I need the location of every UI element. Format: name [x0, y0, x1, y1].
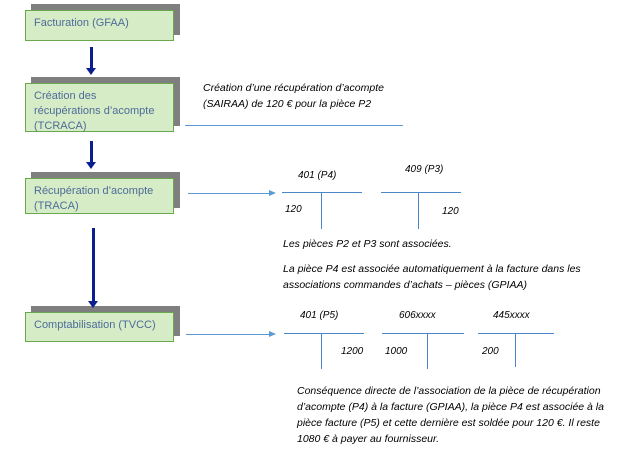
- step-label: Comptabilisation (TVCC): [34, 319, 156, 331]
- t-account-vline: [427, 333, 428, 369]
- step-label: Récupération d’acompte (TRACA): [34, 185, 154, 212]
- t-account-vline: [321, 333, 322, 369]
- t-account-vline: [321, 192, 322, 229]
- connector-tvcc: [186, 331, 276, 337]
- t-account-debit: 1000: [385, 346, 408, 357]
- t-account-hline: [382, 333, 464, 334]
- t-account-debit: 200: [482, 346, 499, 357]
- connector-creation: [185, 125, 403, 126]
- t-account-hline: [284, 333, 364, 334]
- note-auto-association: La pièce P4 est associée automatiquement…: [283, 263, 581, 291]
- t-account-title: 445xxxx: [493, 310, 530, 321]
- step-comptabilisation: Comptabilisation (TVCC): [25, 312, 174, 342]
- flow-arrow-2: [86, 141, 96, 169]
- t-account-debit: 120: [285, 204, 302, 215]
- t-account-title: 606xxxx: [399, 310, 436, 321]
- t-account-title: 401 (P4): [298, 170, 337, 181]
- t-account-hline: [282, 192, 362, 193]
- flow-arrow-3: [88, 228, 98, 308]
- t-account-hline: [381, 192, 461, 193]
- t-account-vline: [418, 192, 419, 229]
- t-account-title: 409 (P3): [405, 164, 444, 175]
- flow-arrow-1: [86, 47, 96, 75]
- t-account-title: 401 (P5): [300, 310, 339, 321]
- note-consequence: Conséquence directe de l’association de …: [297, 385, 604, 445]
- connector-traca: [188, 190, 276, 196]
- note-associated: Les pièces P2 et P3 sont associées.: [283, 238, 452, 250]
- step-label: Facturation (GFAA): [34, 17, 129, 29]
- t-account-hline: [478, 333, 554, 334]
- note-creation: Création d’une récupération d’acompte (S…: [203, 82, 384, 110]
- step-recuperation-acompte: Récupération d’acompte (TRACA): [25, 178, 174, 214]
- step-creation-recuperations: Création des récupérations d’acompte (TC…: [25, 83, 174, 132]
- step-label: Création des récupérations d’acompte (TC…: [34, 90, 155, 132]
- t-account-credit: 1200: [341, 346, 364, 357]
- step-facturation: Facturation (GFAA): [25, 10, 174, 41]
- t-account-credit: 120: [442, 206, 459, 217]
- t-account-vline: [515, 333, 516, 367]
